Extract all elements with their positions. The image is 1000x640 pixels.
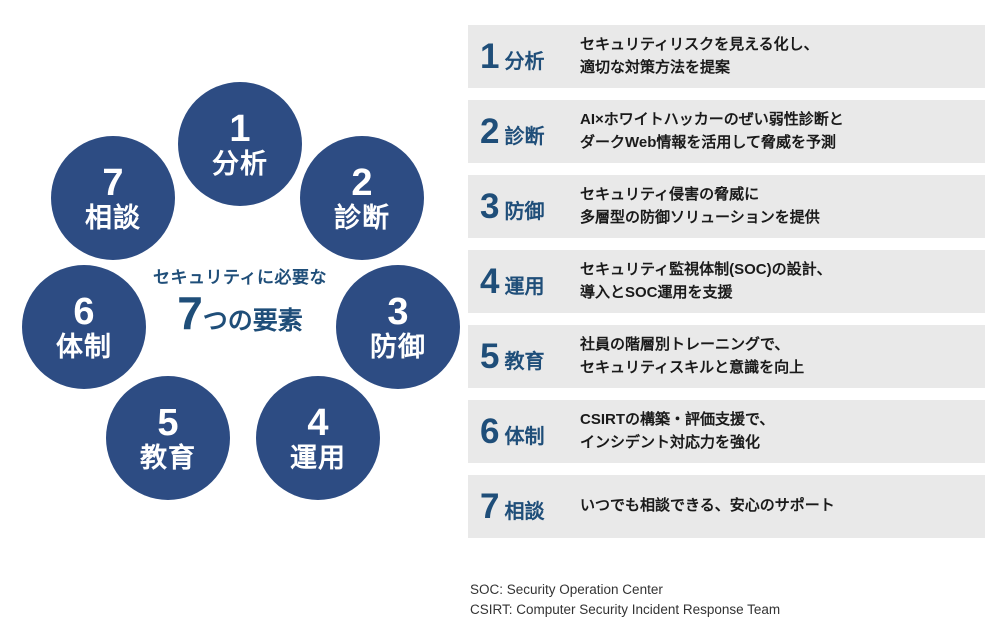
list-item-number: 3 xyxy=(480,186,500,226)
footnote-soc: SOC: Security Operation Center xyxy=(470,582,663,597)
wheel-node-number: 6 xyxy=(73,290,95,333)
list-item-description: セキュリティリスクを見える化し、 適切な対策方法を提案 xyxy=(580,36,819,76)
list-item-head: 6 体制 xyxy=(468,412,580,452)
wheel-node-number: 2 xyxy=(351,161,373,204)
footnotes: SOC: Security Operation Center CSIRT: Co… xyxy=(470,580,780,619)
wheel-node-label: 防御 xyxy=(370,331,426,362)
list-item-label: 体制 xyxy=(504,426,545,448)
wheel-node-education: 5 教育 xyxy=(106,376,230,500)
list-item-number: 4 xyxy=(480,261,500,301)
list-item-number: 6 xyxy=(480,411,500,451)
footnote-csirt: CSIRT: Computer Security Incident Respon… xyxy=(470,601,781,617)
list-item-head: 4 運用 xyxy=(468,262,580,302)
list-item-description: 社員の階層別トレーニングで、 セキュリティスキルと意識を向上 xyxy=(580,336,805,376)
list-item-diagnosis: 2 診断 AI×ホワイトハッカーのぜい弱性診断と ダークWeb情報を活用して脅威… xyxy=(468,100,985,163)
list-item-label: 分析 xyxy=(504,51,545,73)
wheel-center-suffix: つの要素 xyxy=(202,307,303,335)
list-item-label: 診断 xyxy=(504,126,545,148)
wheel-node-number: 1 xyxy=(229,107,251,150)
list-item-description: いつでも相談できる、安心のサポート xyxy=(580,497,835,515)
list-item-head: 5 教育 xyxy=(468,337,580,377)
wheel-center-number: 7 xyxy=(177,287,203,339)
wheel-node-number: 7 xyxy=(102,161,124,204)
list-item-operation: 4 運用 セキュリティ監視体制(SOC)の設計、 導入とSOC運用を支援 xyxy=(468,250,985,313)
list-item-number: 5 xyxy=(480,336,500,376)
list-item-number: 7 xyxy=(480,486,500,526)
wheel-node-label: 体制 xyxy=(56,331,112,362)
elements-list: 1 分析 セキュリティリスクを見える化し、 適切な対策方法を提案 2 診断 AI… xyxy=(468,25,985,538)
list-item-education: 5 教育 社員の階層別トレーニングで、 セキュリティスキルと意識を向上 xyxy=(468,325,985,388)
list-item-head: 3 防御 xyxy=(468,187,580,227)
wheel-node-label: 相談 xyxy=(85,202,141,233)
wheel-node-label: 診断 xyxy=(334,202,390,233)
wheel-center-line2: 7つの要素 xyxy=(120,286,360,340)
wheel-node-label: 分析 xyxy=(212,148,268,179)
list-item-description: CSIRTの構築・評価支援で、 インシデント対応力を強化 xyxy=(580,411,775,451)
list-item-head: 7 相談 xyxy=(468,487,580,527)
list-item-description: セキュリティ監視体制(SOC)の設計、 導入とSOC運用を支援 xyxy=(580,261,832,301)
wheel-node-number: 3 xyxy=(387,290,409,333)
wheel-node-defense: 3 防御 xyxy=(336,265,460,389)
list-item-label: 相談 xyxy=(504,501,545,523)
list-item-number: 2 xyxy=(480,111,500,151)
list-item-label: 防御 xyxy=(504,201,545,223)
list-item-description: AI×ホワイトハッカーのぜい弱性診断と ダークWeb情報を活用して脅威を予測 xyxy=(580,111,844,151)
wheel-node-number: 5 xyxy=(157,401,179,444)
wheel-node-number: 4 xyxy=(307,401,329,444)
wheel-node-consultation: 7 相談 xyxy=(51,136,175,260)
list-item-label: 運用 xyxy=(504,276,545,298)
wheel-center-line1: セキュリティに必要な xyxy=(153,268,327,287)
list-item-description: セキュリティ侵害の脅威に 多層型の防御ソリューションを提供 xyxy=(580,186,820,226)
list-item-label: 教育 xyxy=(504,351,545,373)
list-item-consultation: 7 相談 いつでも相談できる、安心のサポート xyxy=(468,475,985,538)
wheel-node-operation: 4 運用 xyxy=(256,376,380,500)
wheel-node-label: 教育 xyxy=(140,442,196,473)
elements-wheel: 1 分析 2 診断 3 防御 4 運用 5 教育 6 体制 7 相談 セキュリテ… xyxy=(0,0,470,560)
list-item-head: 2 診断 xyxy=(468,112,580,152)
wheel-node-structure: 6 体制 xyxy=(22,265,146,389)
list-item-number: 1 xyxy=(480,36,500,76)
wheel-node-diagnosis: 2 診断 xyxy=(300,136,424,260)
wheel-node-analysis: 1 分析 xyxy=(178,82,302,206)
wheel-center-caption: セキュリティに必要な 7つの要素 xyxy=(120,263,360,340)
list-item-head: 1 分析 xyxy=(468,37,580,77)
wheel-node-label: 運用 xyxy=(290,442,346,473)
list-item-analysis: 1 分析 セキュリティリスクを見える化し、 適切な対策方法を提案 xyxy=(468,25,985,88)
list-item-structure: 6 体制 CSIRTの構築・評価支援で、 インシデント対応力を強化 xyxy=(468,400,985,463)
list-item-defense: 3 防御 セキュリティ侵害の脅威に 多層型の防御ソリューションを提供 xyxy=(468,175,985,238)
